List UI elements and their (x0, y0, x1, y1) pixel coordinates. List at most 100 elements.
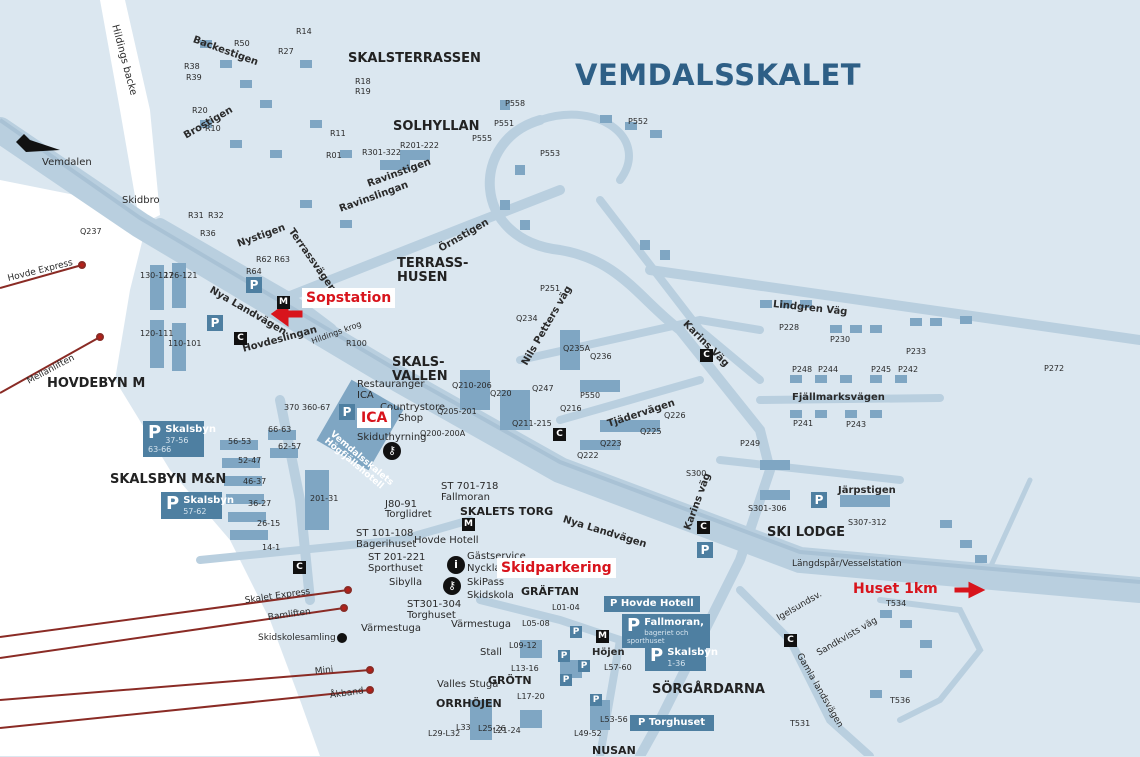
place-label: Skiduthyrning (357, 432, 427, 443)
unit-label: 52-47 (238, 456, 262, 465)
road-label: Längdspår/Vesselstation (792, 559, 902, 569)
unit-label: P550 (580, 391, 601, 400)
unit-label: R11 (330, 129, 346, 138)
arrow-huset-icon (954, 581, 986, 599)
place-label: J80-91 (385, 499, 418, 510)
unit-label: 130-127 (140, 271, 174, 280)
ski-slope (0, 180, 320, 756)
unit-label: 46-37 (243, 477, 267, 486)
parking-icon: P (339, 404, 355, 420)
area-label: SKALSBYN M&N (110, 472, 227, 487)
parking-icon: P (590, 694, 602, 706)
parking-icon: P (246, 277, 262, 293)
place-label: Fallmoran (441, 492, 490, 503)
container-icon: C (784, 634, 797, 647)
area-label: HOVDEBYN M (47, 376, 146, 391)
unit-label: P553 (540, 149, 561, 158)
hildings-backe-slope (100, 0, 160, 225)
place-label: Värmestuga (451, 619, 511, 630)
unit-label: 56-53 (228, 437, 252, 446)
unit-label: 126-121 (164, 271, 198, 280)
unit-label: Q211-215 (512, 419, 552, 428)
parking-sub: 1-36 (667, 658, 686, 668)
place-label: Nycklar (467, 563, 505, 574)
unit-label: Q222 (577, 451, 599, 460)
unit-label: P233 (906, 347, 927, 356)
unit-label: T534 (886, 599, 907, 608)
unit-label: P555 (472, 134, 493, 143)
area-label: TERRASS- HUSEN (397, 256, 469, 285)
unit-label: L13-16 (511, 664, 539, 673)
parking-sub: 63-66 (148, 444, 172, 454)
place-label: ICA (357, 390, 374, 401)
place-label: Sporthuset (368, 563, 423, 574)
unit-label: Q226 (664, 411, 686, 420)
unit-label: L57-60 (604, 663, 632, 672)
parking-icon: P (558, 650, 570, 662)
unit-label: S301-306 (748, 504, 787, 513)
unit-label: P558 (505, 99, 526, 108)
unit-label: R62 R63 (256, 255, 291, 264)
unit-label: S307-312 (848, 518, 887, 527)
parking-icon: P (570, 626, 582, 638)
parking-name: Hovde Hotell (620, 598, 694, 609)
unit-label: R31 (188, 211, 204, 220)
road-label: Järpstigen (838, 485, 896, 496)
unit-label: P245 (871, 365, 892, 374)
area-label: SOLHYLLAN (393, 119, 480, 134)
unit-label: P249 (740, 439, 761, 448)
container-icon: C (293, 561, 306, 574)
unit-label: R100 (346, 339, 367, 348)
lift-label: Mini (314, 665, 334, 677)
unit-label: R01 (326, 151, 342, 160)
unit-label: R36 (200, 229, 216, 238)
unit-label: R10 (205, 124, 221, 133)
unit-label: P230 (830, 335, 851, 344)
unit-label: 26-15 (257, 519, 281, 528)
road-label: Fjällmarksvägen (792, 392, 885, 403)
map-title: VEMDALSSKALET (575, 58, 862, 92)
callout-skidparkering: Skidparkering (497, 558, 616, 578)
unit-label: Q247 (532, 384, 554, 393)
unit-label: L25-26 (478, 724, 506, 733)
place-label: Hovde Hotell (414, 535, 479, 546)
unit-label: R50 (234, 39, 250, 48)
parking-name: Skalsbyn (667, 647, 718, 658)
unit-label: P248 (792, 365, 813, 374)
unit-label: 66-63 (268, 425, 292, 434)
unit-label: P243 (846, 420, 867, 429)
unit-label: L53-56 (600, 715, 628, 724)
unit-label: Q223 (600, 439, 622, 448)
unit-label: P551 (494, 119, 515, 128)
place-label: Torglidret (385, 509, 432, 520)
unit-label: R19 (355, 87, 371, 96)
lift-label: Skidskolesamling (258, 633, 336, 643)
recycling-station-icon: M (462, 518, 475, 531)
container-icon: C (700, 349, 713, 362)
unit-label: P552 (628, 117, 649, 126)
key-icon: ⚷ (383, 442, 401, 460)
parking-name: Fallmoran, (644, 617, 704, 628)
parking-sub: 37-56 (165, 435, 189, 445)
parking-hovde-hotell: P Hovde Hotell (604, 596, 700, 612)
unit-label: R38 (184, 62, 200, 71)
info-icon: i (447, 556, 465, 574)
unit-label: P228 (779, 323, 800, 332)
parking-torghuset: P Torghuset (630, 715, 714, 731)
place-label: ST 201-221 (368, 552, 426, 563)
place-label: Skidskola (467, 590, 514, 601)
roads (0, 110, 1140, 756)
unit-label: P244 (818, 365, 839, 374)
place-label: ST 101-108 (356, 528, 414, 539)
unit-label: R27 (278, 47, 294, 56)
unit-label: Q234 (516, 314, 538, 323)
parking-p-icon: P (627, 615, 641, 636)
unit-label: Q210-206 (452, 381, 492, 390)
road-label: Skidbro (122, 195, 160, 206)
place-label: Bagerihuset (356, 539, 417, 550)
place-label: Stall (480, 647, 502, 658)
arrow-vemdalen-icon (16, 134, 60, 152)
